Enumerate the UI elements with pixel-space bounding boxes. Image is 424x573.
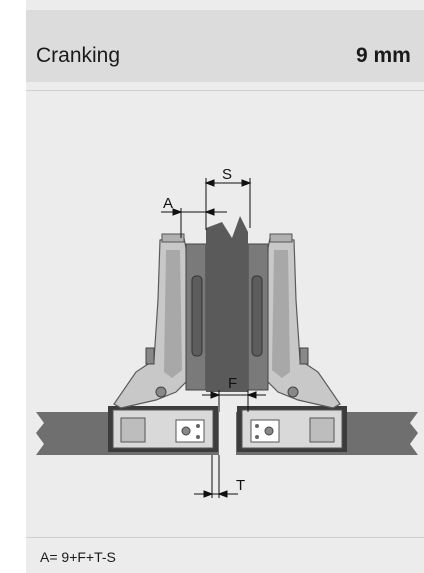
formula-text: A= 9+F+T-S — [40, 549, 116, 565]
right-hinge-cup — [237, 406, 347, 452]
cabinet-wall — [206, 216, 248, 392]
dimension-a — [161, 208, 227, 238]
spec-footer: A= 9+F+T-S — [26, 538, 424, 573]
label-f: F — [228, 375, 237, 392]
header-divider — [26, 90, 424, 91]
label-a: A — [163, 195, 173, 212]
label-s: S — [222, 166, 232, 183]
left-mounting-plate — [185, 243, 207, 391]
left-hinge-cup — [108, 406, 218, 452]
spec-card: Cranking 9 mm — [26, 0, 424, 573]
right-hinge-arm — [265, 233, 341, 409]
spec-title: Cranking — [36, 44, 121, 67]
footer-divider — [26, 537, 424, 538]
dimension-s — [204, 178, 252, 230]
left-hinge-arm — [113, 233, 189, 409]
hinge-cranking-diagram: S A F T — [36, 166, 418, 498]
spec-value: 9 mm — [356, 44, 411, 67]
dimension-f — [202, 390, 266, 412]
right-mounting-plate — [247, 243, 269, 391]
spec-header: Cranking 9 mm — [26, 10, 424, 82]
label-t: T — [236, 477, 245, 494]
dimension-t — [194, 455, 238, 498]
